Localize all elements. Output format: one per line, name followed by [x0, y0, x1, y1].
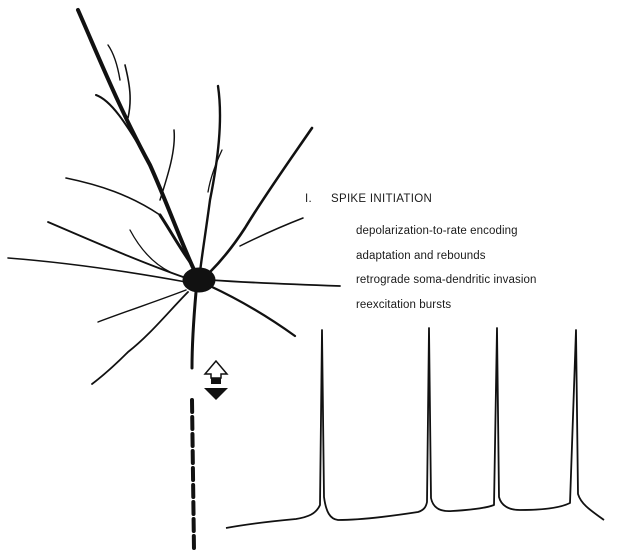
- dendrite-branch: [125, 65, 130, 118]
- mechanism-list: depolarization-to-rate encoding adaptati…: [356, 219, 536, 317]
- dendrite-branch: [210, 128, 312, 272]
- axon: [192, 400, 194, 550]
- list-item: reexcitation bursts: [356, 293, 536, 318]
- dendrite-branch: [108, 45, 120, 80]
- list-item: adaptation and rebounds: [356, 244, 536, 269]
- soma: [183, 268, 215, 292]
- dendrite-branch: [92, 292, 188, 384]
- dendrite-branch: [96, 95, 150, 165]
- axon-initial-segment: [192, 292, 196, 368]
- dendrite-branch: [210, 286, 295, 336]
- list-item: retrograde soma-dendritic invasion: [356, 268, 536, 293]
- dendrite-branch: [130, 230, 170, 272]
- dendrite-branch: [66, 178, 160, 215]
- dendrite-branch: [200, 86, 220, 272]
- list-item: depolarization-to-rate encoding: [356, 219, 536, 244]
- dendrite-branch: [98, 290, 186, 322]
- section-heading: I.SPIKE INITIATION: [305, 193, 432, 205]
- section-title: SPIKE INITIATION: [331, 193, 432, 205]
- section-number: I.: [305, 193, 331, 205]
- dendrite-branch: [210, 280, 340, 286]
- up-down-double-arrow-icon: [204, 361, 228, 400]
- spike-train-trace: [226, 328, 604, 528]
- neuron-drawing: [8, 10, 340, 550]
- dendrite-branch: [8, 258, 186, 282]
